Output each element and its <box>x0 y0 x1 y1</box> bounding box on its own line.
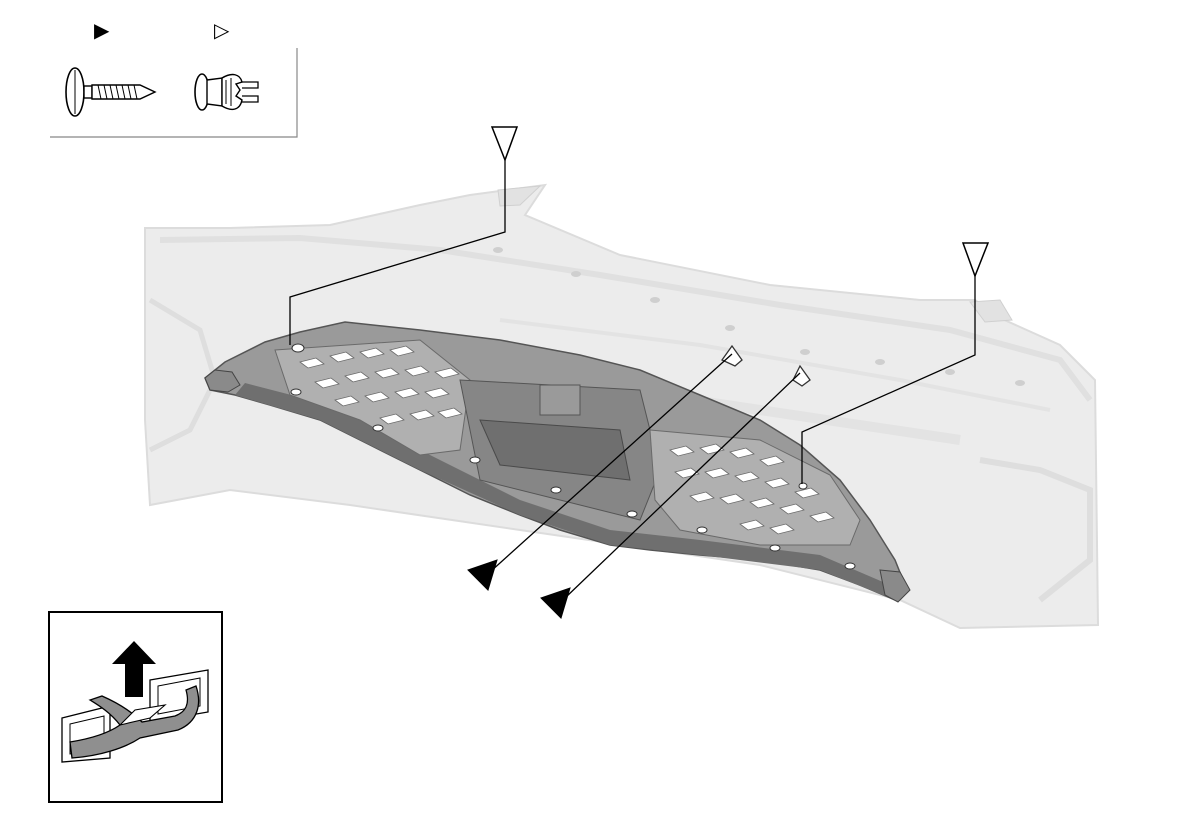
outline-triangle-marker <box>490 126 519 163</box>
filled-triangle-marker <box>467 559 498 591</box>
fastener-points <box>290 343 856 570</box>
arrow-up-icon <box>112 641 156 697</box>
screw-icon <box>65 67 157 117</box>
screw-callouts <box>467 559 571 619</box>
push-clip-icon <box>194 73 259 111</box>
filled-triangle-marker <box>540 587 571 619</box>
bumper-clip-holes <box>493 247 1025 386</box>
push-clip-callouts <box>490 126 990 279</box>
grille-openings-left <box>299 345 463 425</box>
clip-release-detail <box>48 611 223 803</box>
legend-filled-marker: ▶ <box>94 18 110 42</box>
grille-support <box>204 321 911 603</box>
grille-openings-right <box>669 443 835 535</box>
legend-outline-marker: ▷ <box>214 18 230 42</box>
fastener-legend <box>50 48 298 138</box>
legend-frame <box>50 48 298 138</box>
outline-triangle-marker <box>961 242 990 279</box>
leader-lines <box>289 160 976 599</box>
